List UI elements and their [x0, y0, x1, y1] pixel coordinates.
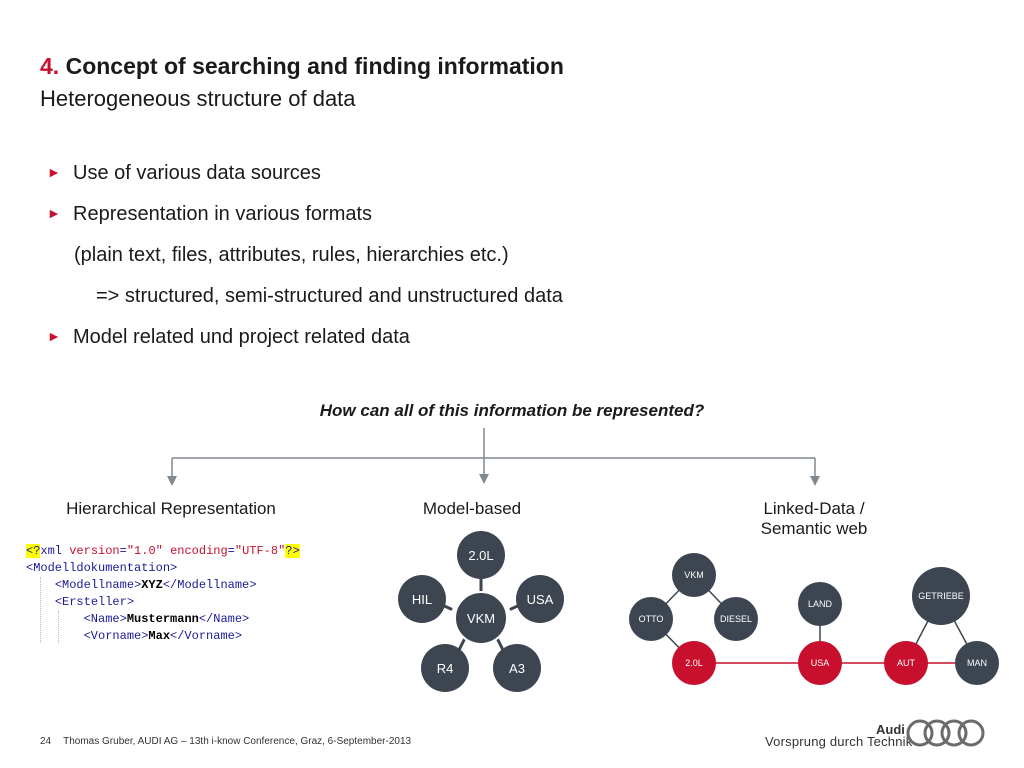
linked-node: VKM [672, 553, 716, 597]
bullet-arrow-icon: ► [47, 164, 61, 180]
arrow-down-icon [810, 476, 820, 486]
title-number: 4. [40, 53, 60, 79]
bullet-item: ► Use of various data sources [47, 162, 321, 185]
brand-slogan: Vorsprung durch Technik [765, 734, 913, 749]
svg-text:VKM: VKM [467, 611, 495, 626]
xml-indent-guide [58, 611, 59, 643]
model-node: R4 [421, 644, 469, 692]
category-model-based: Model-based [422, 499, 522, 518]
model-node: A3 [493, 644, 541, 692]
xml-line-declaration: <?xml version="1.0" encoding="UTF-8"?> [26, 544, 300, 558]
question-heading: How can all of this information be repre… [319, 401, 705, 420]
slide-title: 4. Concept of searching and finding info… [40, 53, 564, 80]
svg-text:LAND: LAND [808, 599, 833, 609]
page-number: 24 [40, 736, 52, 747]
linked-node-highlighted: USA [798, 641, 842, 685]
bullet-text: Use of various data sources [73, 162, 321, 184]
brand-name: Audi [876, 722, 905, 737]
slide-subtitle: Heterogeneous structure of data [40, 86, 356, 111]
category-linked-data-line2: Semantic web [760, 519, 868, 538]
linked-node-highlighted: 2.0L [672, 641, 716, 685]
xml-indent-guide [40, 577, 41, 643]
bullet-text: Model related und project related data [73, 326, 410, 348]
xml-line-vorname: <Vorname>Max</Vorname> [83, 629, 243, 643]
svg-text:A3: A3 [509, 661, 525, 676]
bullet-text: Representation in various formats [73, 203, 373, 225]
xml-line-root: <Modelldokumentation> [26, 561, 178, 575]
svg-text:GETRIEBE: GETRIEBE [918, 591, 964, 601]
svg-text:AUT: AUT [897, 658, 916, 668]
linked-node: LAND [798, 582, 842, 626]
xml-line-name: <Name>Mustermann</Name> [83, 612, 250, 626]
xml-line-ersteller: <Ersteller> [54, 595, 135, 609]
bullet-item: ► Model related und project related data [47, 326, 410, 349]
footer: 24 Thomas Gruber, AUDI AG – 13th i-know C… [40, 736, 411, 747]
audi-rings-logo [906, 719, 985, 747]
category-linked-data-line1: Linked-Data / [763, 499, 865, 518]
linked-node: DIESEL [714, 597, 758, 641]
svg-text:OTTO: OTTO [639, 614, 664, 624]
svg-text:HIL: HIL [412, 592, 432, 607]
svg-text:USA: USA [811, 658, 830, 668]
arrow-down-icon [167, 476, 177, 486]
bullet-subpoint: => structured, semi-structured and unstr… [96, 285, 563, 307]
svg-text:VKM: VKM [684, 570, 704, 580]
svg-text:2.0L: 2.0L [468, 548, 493, 563]
linked-node-highlighted: AUT [884, 641, 928, 685]
linked-node: OTTO [629, 597, 673, 641]
linked-node: MAN [955, 641, 999, 685]
model-node: 2.0L [457, 531, 505, 579]
category-hierarchical: Hierarchical Representation [66, 499, 276, 518]
model-node: USA [516, 575, 564, 623]
xml-snippet: <?xml version="1.0" encoding="UTF-8"?> <M… [26, 543, 300, 645]
svg-text:USA: USA [527, 592, 554, 607]
svg-text:R4: R4 [437, 661, 454, 676]
svg-text:DIESEL: DIESEL [720, 614, 752, 624]
footer-text: Thomas Gruber, AUDI AG – 13th i-know Con… [63, 736, 412, 747]
arrow-down-icon [479, 474, 489, 484]
bullet-arrow-icon: ► [47, 328, 61, 344]
xml-line-modellname: <Modellname>XYZ</Modellname> [54, 578, 257, 592]
linked-node: GETRIEBE [912, 567, 970, 625]
svg-text:MAN: MAN [967, 658, 987, 668]
category-linked-data: Linked-Data / Semantic web [710, 499, 918, 539]
svg-text:2.0L: 2.0L [685, 658, 703, 668]
bullet-item: ► Representation in various formats [47, 203, 372, 226]
bullet-continuation: (plain text, files, attributes, rules, h… [74, 244, 509, 266]
title-text: Concept of searching and finding informa… [65, 53, 564, 79]
model-node-center: VKM [454, 591, 508, 645]
model-node: HIL [398, 575, 446, 623]
bullet-arrow-icon: ► [47, 205, 61, 221]
